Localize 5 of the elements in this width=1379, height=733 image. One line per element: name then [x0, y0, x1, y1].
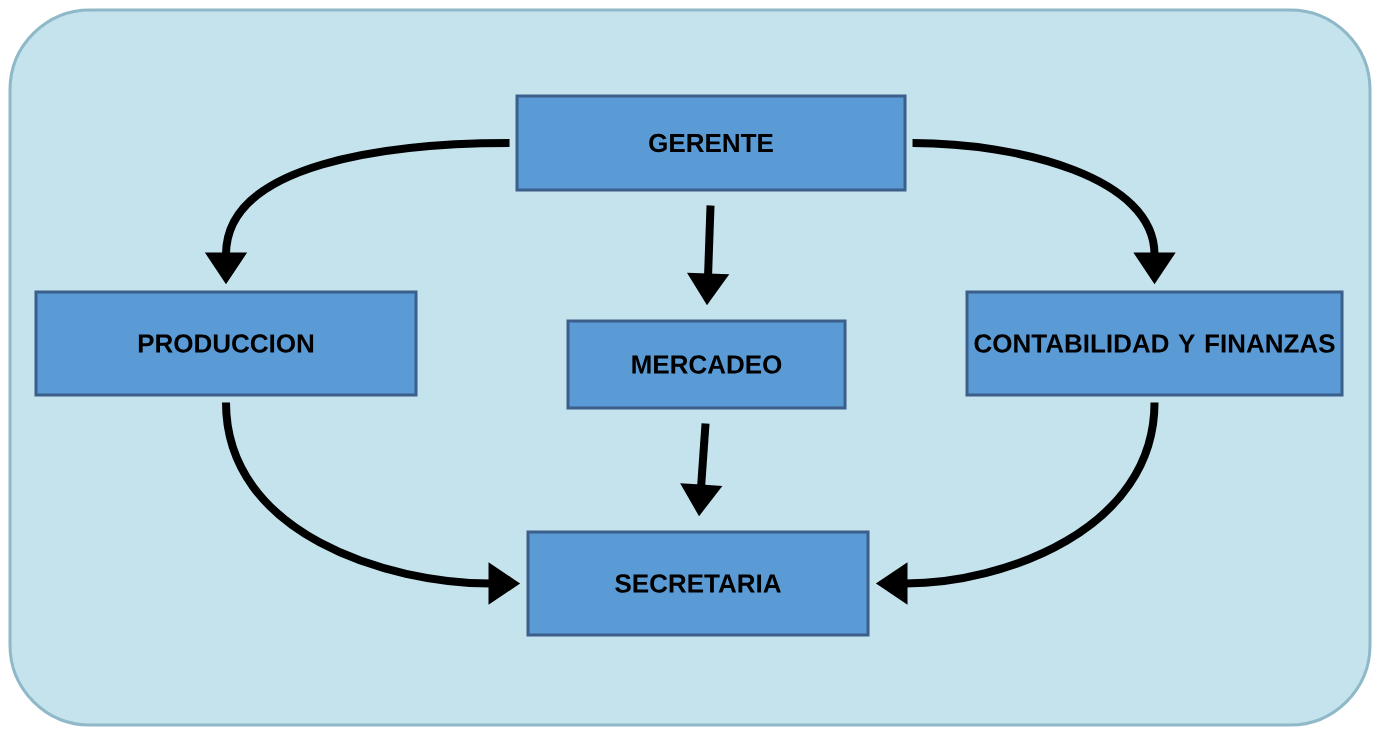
- process-box: PRODUCCION: [34, 290, 418, 397]
- process-box: CONTABILIDAD Y FINANZAS: [965, 290, 1344, 397]
- process-box: SECRETARIA: [526, 530, 870, 637]
- process-box: GERENTE: [515, 94, 907, 192]
- process-box: MERCADEO: [566, 319, 847, 410]
